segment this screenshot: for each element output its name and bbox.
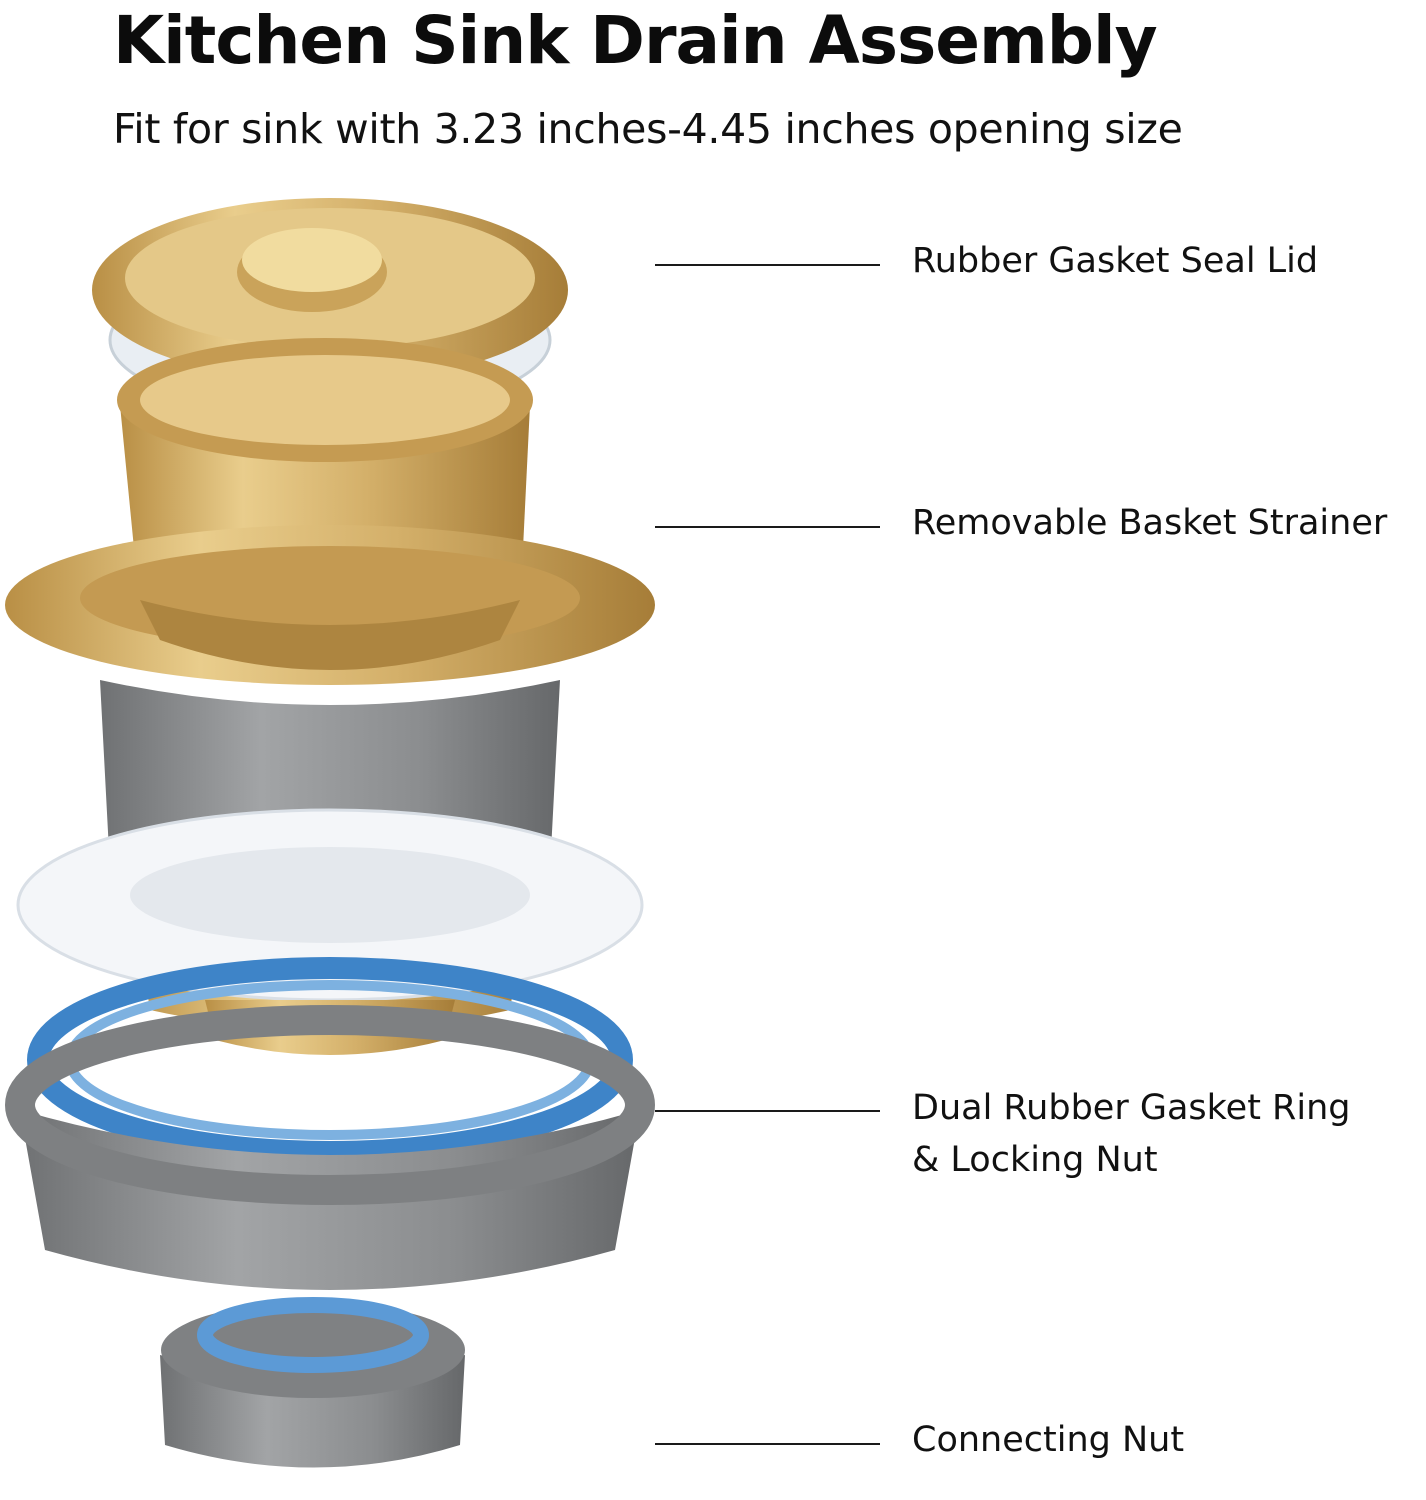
leader-line-lid <box>655 264 880 266</box>
leader-line-strainer <box>655 526 880 528</box>
label-basket-strainer-line: Removable Basket Strainer <box>912 503 1388 543</box>
leader-line-connecting-nut <box>655 1443 880 1445</box>
label-seal-lid: Rubber Gasket Seal Lid <box>912 235 1318 287</box>
label-connecting-nut: Connecting Nut <box>912 1414 1184 1466</box>
page-subtitle: Fit for sink with 3.23 inches-4.45 inche… <box>113 105 1183 153</box>
connecting-nut-part <box>160 1297 465 1468</box>
label-basket-strainer: Removable Basket Strainer <box>912 497 1387 549</box>
drain-assembly-illustration <box>5 198 655 1468</box>
label-gasket-ring-line-1: Dual Rubber Gasket Ring <box>912 1088 1351 1128</box>
page-title: Kitchen Sink Drain Assembly <box>113 2 1158 79</box>
label-seal-lid-line: Rubber Gasket Seal Lid <box>912 241 1319 281</box>
white-gasket-part <box>16 808 644 1002</box>
leader-line-gasket-ring <box>655 1110 880 1112</box>
label-gasket-ring-nut: Dual Rubber Gasket Ring & Locking Nut <box>912 1082 1351 1186</box>
label-gasket-ring-line-2: & Locking Nut <box>912 1140 1158 1180</box>
label-connecting-nut-line: Connecting Nut <box>912 1420 1185 1460</box>
drain-flange-part <box>5 525 655 685</box>
locking-nut-part <box>5 1005 655 1290</box>
